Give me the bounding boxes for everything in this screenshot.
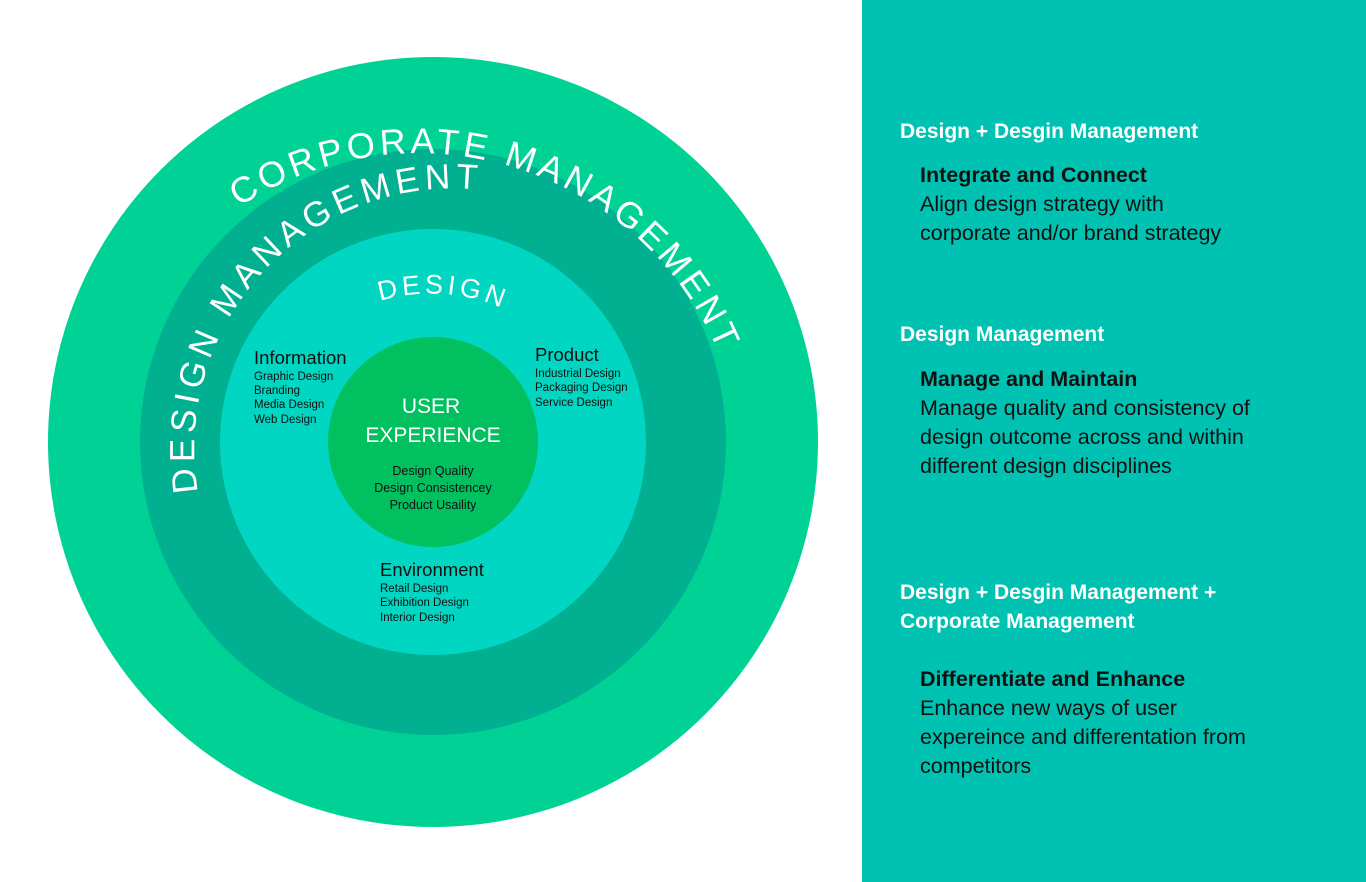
section-text-line: corporate and/or brand strategy — [920, 221, 1222, 245]
environment-item: Interior Design — [380, 612, 455, 624]
product-item: Service Design — [535, 397, 612, 409]
concentric-diagram: CORPORATE MANAGEMENT DESIGN MANAGEMENT D… — [48, 57, 818, 827]
section-text-line: expereince and differentation from — [920, 725, 1246, 749]
information-item: Web Design — [254, 414, 316, 426]
environment-item: Retail Design — [380, 583, 448, 595]
core-item: Design Consistencey — [374, 481, 492, 495]
section-heading-line: Design + Desgin Management + — [900, 581, 1217, 604]
information-title: Information — [254, 347, 347, 368]
section-text-line: Enhance new ways of user — [920, 696, 1177, 720]
environment-item: Exhibition Design — [380, 597, 469, 609]
section-body: Integrate and Connect Align design strat… — [920, 161, 1340, 248]
environment-group: Environment Retail Design Exhibition Des… — [380, 559, 484, 624]
information-item: Graphic Design — [254, 371, 333, 383]
section-heading-line: Design + Desgin Management — [900, 120, 1199, 143]
product-item: Industrial Design — [535, 368, 621, 380]
section-text-line: competitors — [920, 754, 1032, 778]
section-body: Differentiate and Enhance Enhance new wa… — [920, 665, 1340, 781]
section-subtitle: Manage and Maintain — [920, 367, 1138, 391]
section-heading-line: Design Management — [900, 323, 1105, 346]
core-group: USER EXPERIENCE Design Quality Design Co… — [365, 395, 500, 512]
product-title: Product — [535, 344, 599, 365]
section-text-line: design outcome across and within — [920, 425, 1244, 449]
section-subtitle: Integrate and Connect — [920, 163, 1147, 187]
section-text-line: Align design strategy with — [920, 192, 1164, 216]
section-heading: Design + Desgin Management + Corporate M… — [900, 578, 1340, 636]
section-text-line: different design disciplines — [920, 454, 1172, 478]
product-group: Product Industrial Design Packaging Desi… — [535, 344, 628, 409]
core-item: Design Quality — [392, 464, 474, 478]
information-item: Media Design — [254, 399, 324, 411]
section-body: Manage and Maintain Manage quality and c… — [920, 365, 1340, 481]
core-title-line1: USER — [402, 395, 460, 418]
product-item: Packaging Design — [535, 382, 628, 394]
user-experience-core — [328, 337, 538, 547]
section-heading: Design + Desgin Management — [900, 117, 1340, 146]
section-subtitle: Differentiate and Enhance — [920, 667, 1186, 691]
description-panel: Design + Desgin Management Integrate and… — [862, 0, 1366, 882]
information-item: Branding — [254, 385, 300, 397]
environment-title: Environment — [380, 559, 484, 580]
core-item: Product Usaility — [390, 498, 478, 512]
section-text-line: Manage quality and consistency of — [920, 396, 1250, 420]
section-heading-line: Corporate Management — [900, 610, 1135, 633]
information-group: Information Graphic Design Branding Medi… — [254, 347, 347, 426]
core-title-line2: EXPERIENCE — [365, 424, 500, 447]
section-heading: Design Management — [900, 320, 1340, 349]
